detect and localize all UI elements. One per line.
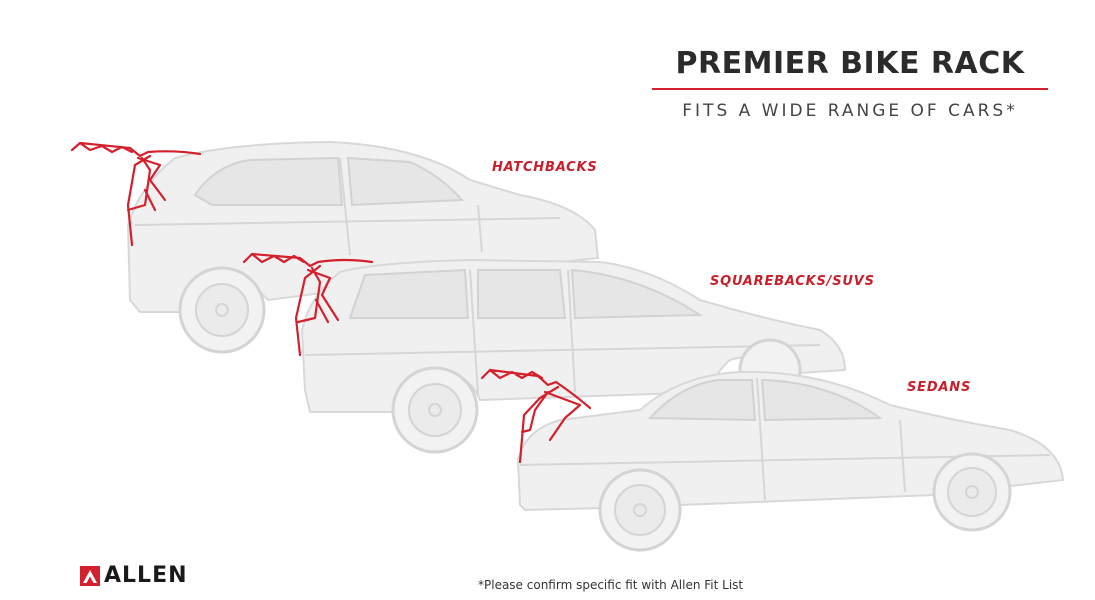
label-sedans: SEDANS [907, 380, 972, 395]
label-hatchbacks: HATCHBACKS [492, 160, 598, 175]
page-title: PREMIER BIKE RACK [675, 46, 1025, 81]
allen-logo-mark-icon [80, 565, 100, 586]
title-divider [652, 88, 1048, 90]
bike-rack-hatchback [70, 141, 202, 247]
allen-logo: ALLEN [80, 563, 188, 588]
brand-name: ALLEN [104, 563, 188, 588]
fit-footnote: *Please confirm specific fit with Allen … [478, 578, 744, 592]
page-subtitle: FITS A WIDE RANGE OF CARS* [682, 101, 1018, 121]
bike-rack-sedan [480, 368, 592, 464]
label-squarebacks-suvs: SQUAREBACKS/SUVS [710, 274, 875, 289]
bike-rack-squareback [242, 252, 374, 357]
squareback-car [300, 258, 847, 454]
sedan-car [516, 370, 1065, 552]
